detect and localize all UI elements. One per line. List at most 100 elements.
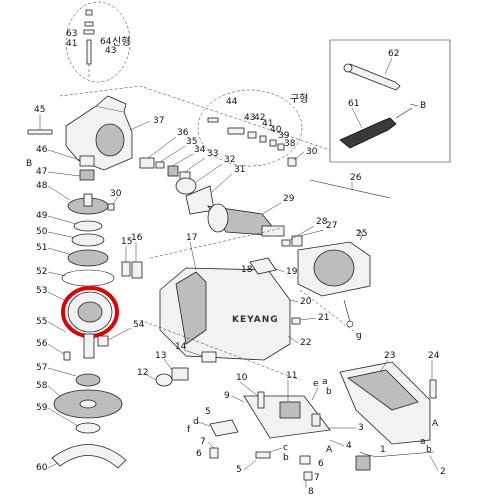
part-7-bottom [303, 471, 313, 481]
label-16: 16 [131, 233, 143, 243]
part-62-wrench [349, 63, 401, 91]
part-55-spindle [83, 333, 95, 359]
label-5-top: 5 [205, 407, 211, 417]
label-new-type: 신형 [112, 36, 130, 48]
part-15 [121, 261, 131, 277]
part-17-motor-housing: KEYANG 17 [159, 233, 291, 361]
label-19: 19 [286, 267, 298, 277]
label-44: 44 [226, 97, 238, 107]
part-63 [85, 9, 93, 16]
part-43-old [227, 127, 245, 135]
label-57: 57 [36, 363, 47, 373]
part-60-guard [51, 444, 127, 469]
label-b-top: b [326, 387, 332, 397]
part-40 [269, 139, 277, 147]
label-60: 60 [36, 463, 48, 473]
part-10 [257, 391, 265, 409]
part-11-switch [279, 401, 301, 419]
gear-housing-group: 37 45 [27, 95, 164, 171]
label-7-top: 7 [200, 437, 206, 447]
label-24: 24 [428, 351, 440, 361]
part-56 [63, 351, 71, 361]
label-3: 3 [358, 423, 364, 433]
part-30-left [107, 203, 115, 211]
label-29: 29 [283, 194, 295, 204]
part-49 [73, 220, 103, 232]
part-26-bolt: 26 [309, 173, 391, 199]
part-45-screw [27, 129, 53, 135]
label-63: 63 [66, 29, 77, 39]
label-41-new: 41 [66, 39, 77, 49]
label-53: 53 [36, 286, 47, 296]
label-46: 46 [36, 145, 48, 155]
inset-new-type-outline [65, 1, 131, 83]
label-42: 42 [254, 113, 265, 123]
label-11: 11 [286, 371, 297, 381]
part-34 [167, 165, 179, 177]
terminal-labels-top: e a b [311, 377, 332, 401]
switch-bottom-parts: c b 5 6 7 8 [236, 443, 324, 497]
label-27: 27 [326, 221, 337, 231]
part-42 [247, 131, 257, 139]
part-57 [75, 373, 101, 387]
label-c: c [283, 443, 288, 453]
assembly-guides [59, 85, 361, 381]
label-a-right-cap: A [432, 419, 439, 429]
label-34: 34 [194, 145, 206, 155]
part-47 [79, 169, 95, 181]
label-62: 62 [388, 49, 399, 59]
part-6-bottom [299, 455, 311, 465]
part-50 [71, 233, 105, 247]
label-55: 55 [36, 317, 47, 327]
label-45: 45 [34, 105, 45, 115]
label-40: 40 [270, 125, 282, 135]
inset-old-type: 44 구형 43 42 41 40 39 38 [197, 89, 308, 167]
part-25-field: 25 g [297, 229, 371, 341]
accessory-box: 62 61 B [329, 39, 451, 163]
label-4: 4 [346, 441, 352, 451]
label-64: 64 [100, 37, 112, 47]
label-old-type: 구형 [290, 93, 308, 105]
switch-assembly: 10 11 9 3 4 A [224, 371, 364, 455]
label-2: 2 [440, 467, 446, 477]
label-41-old: 41 [262, 119, 273, 129]
label-21: 21 [318, 313, 329, 323]
part-12-cap [155, 373, 173, 387]
label-f: f [187, 425, 191, 435]
part-51 [67, 249, 109, 267]
label-32: 32 [224, 155, 235, 165]
label-33: 33 [207, 149, 218, 159]
label-14: 14 [175, 342, 187, 352]
part-44 [207, 117, 219, 123]
part-29-armature: 29 [207, 194, 295, 237]
switch-left-parts: 5 d f 7 6 [187, 407, 239, 459]
label-9: 9 [224, 391, 230, 401]
part-13-bolt [171, 367, 189, 381]
part-61-side-handle [339, 117, 397, 149]
part-19 [249, 257, 277, 275]
part-39 [277, 143, 285, 151]
label-b-bottom: b [283, 453, 289, 463]
parts-18-22: 18 19 20 21 22 [241, 257, 329, 348]
label-20: 20 [300, 297, 312, 307]
parts-13-14: 14 13 12 [137, 342, 217, 387]
part-36 [139, 157, 155, 169]
label-50: 50 [36, 227, 48, 237]
label-28: 28 [316, 217, 328, 227]
armature-front: 32 31 [175, 155, 245, 215]
label-37: 37 [153, 116, 164, 126]
part-41-new [84, 21, 94, 27]
power-cord: a b A 1 2 [355, 419, 446, 477]
label-b-left: B [26, 159, 32, 169]
part-27 [291, 235, 303, 247]
label-31: 31 [234, 165, 245, 175]
gear-train: 36 35 34 33 [139, 128, 218, 181]
label-18: 18 [241, 265, 253, 275]
label-61: 61 [348, 99, 359, 109]
label-51: 51 [36, 243, 47, 253]
part-1-plug [355, 455, 371, 471]
label-15: 15 [121, 237, 132, 247]
label-52: 52 [36, 267, 47, 277]
label-59: 59 [36, 403, 48, 413]
